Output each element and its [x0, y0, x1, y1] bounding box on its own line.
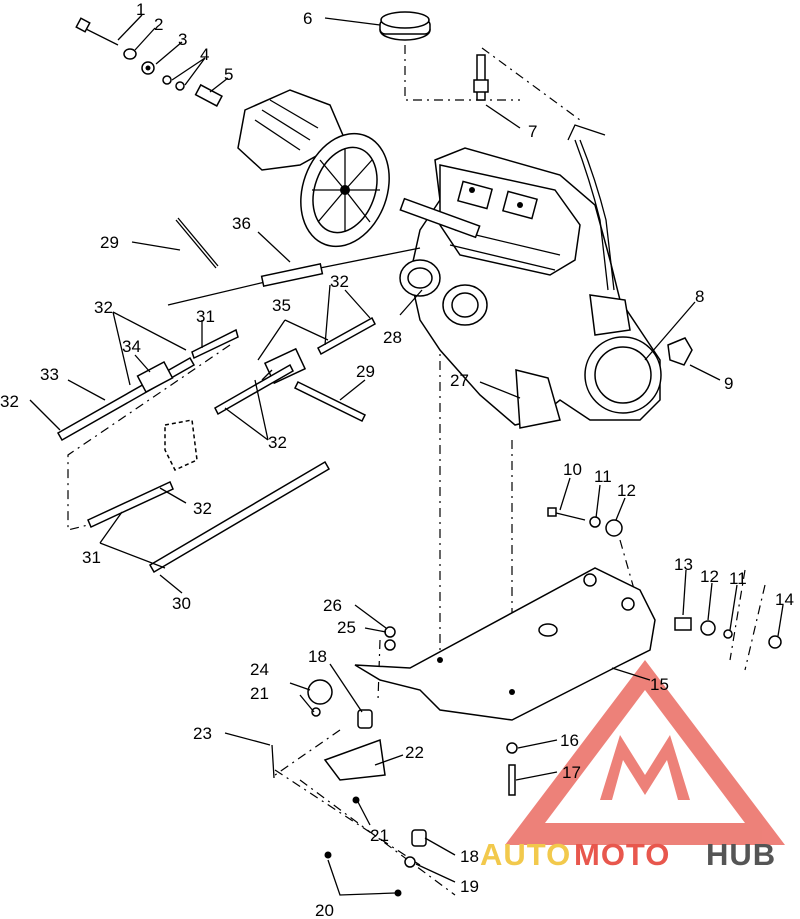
watermark-logo	[505, 660, 785, 845]
part-label: 32	[268, 433, 287, 452]
part-label: 12	[700, 567, 719, 586]
callout-leaders	[29, 14, 784, 896]
engine-mount-plate	[354, 567, 656, 721]
part-label: 10	[563, 460, 582, 479]
part-label: 31	[82, 548, 101, 567]
part-label: 12	[617, 481, 636, 500]
part-label: 16	[560, 731, 579, 750]
part-label: 30	[172, 594, 191, 613]
part-label: 35	[272, 296, 291, 315]
part-label: 32	[330, 272, 349, 291]
part-label: 4	[200, 45, 209, 64]
part-label: 14	[775, 590, 794, 609]
engine-block	[409, 147, 662, 429]
part-label: 15	[650, 675, 669, 694]
part-label: 29	[356, 362, 375, 381]
part-label: 6	[303, 9, 312, 28]
watermark-auto: AUTO	[480, 837, 571, 872]
part-label: 2	[154, 15, 163, 34]
watermark-hub: HUB	[706, 837, 776, 872]
part-label: 17	[562, 763, 581, 782]
part-label: 9	[724, 374, 733, 393]
part-label: 36	[232, 214, 251, 233]
part-label: 31	[196, 307, 215, 326]
part-label: 32	[193, 499, 212, 518]
engine-bracket	[667, 337, 693, 366]
watermark-m-mark	[600, 735, 690, 800]
part-label: 19	[460, 877, 479, 896]
sensor-plug	[473, 54, 489, 101]
part-label: 8	[695, 287, 704, 306]
watermark-triangle	[505, 660, 785, 845]
part-label: 26	[323, 596, 342, 615]
watermark-moto: MOTO	[574, 837, 670, 872]
part-label: 3	[178, 30, 187, 49]
part-label: 5	[224, 65, 233, 84]
fuel-tube	[567, 124, 615, 291]
carburetors	[399, 197, 488, 326]
part-label: 29	[100, 233, 119, 252]
watermark-text: AUTO MOTO HUB	[480, 837, 776, 872]
part-label: 11	[594, 467, 612, 486]
part-label: 7	[528, 122, 537, 141]
part-label: 11	[729, 569, 747, 588]
filler-cap	[379, 11, 431, 41]
part-label: 27	[450, 371, 469, 390]
throttle-cable	[167, 247, 421, 306]
part-label: 18	[460, 847, 479, 866]
part-label: 25	[337, 618, 356, 637]
part-label: 1	[136, 0, 145, 19]
part-label: 20	[315, 901, 334, 919]
part-label: 34	[122, 337, 141, 356]
part-label: 24	[250, 660, 269, 679]
rod-assembly-left	[56, 217, 376, 574]
part-label: 21	[250, 684, 269, 703]
drive-clutch	[237, 89, 390, 248]
part-label: 13	[674, 555, 693, 574]
part-label: 28	[383, 328, 402, 347]
part-label: 32	[0, 392, 19, 411]
hardware-right	[547, 507, 782, 649]
part-label: 33	[40, 365, 59, 384]
part-label: 22	[405, 743, 424, 762]
part-label: 18	[308, 647, 327, 666]
bolt-assembly-top	[75, 17, 223, 107]
part-label: 32	[94, 298, 113, 317]
part-label: 21	[370, 826, 389, 845]
part-label: 23	[193, 724, 212, 743]
